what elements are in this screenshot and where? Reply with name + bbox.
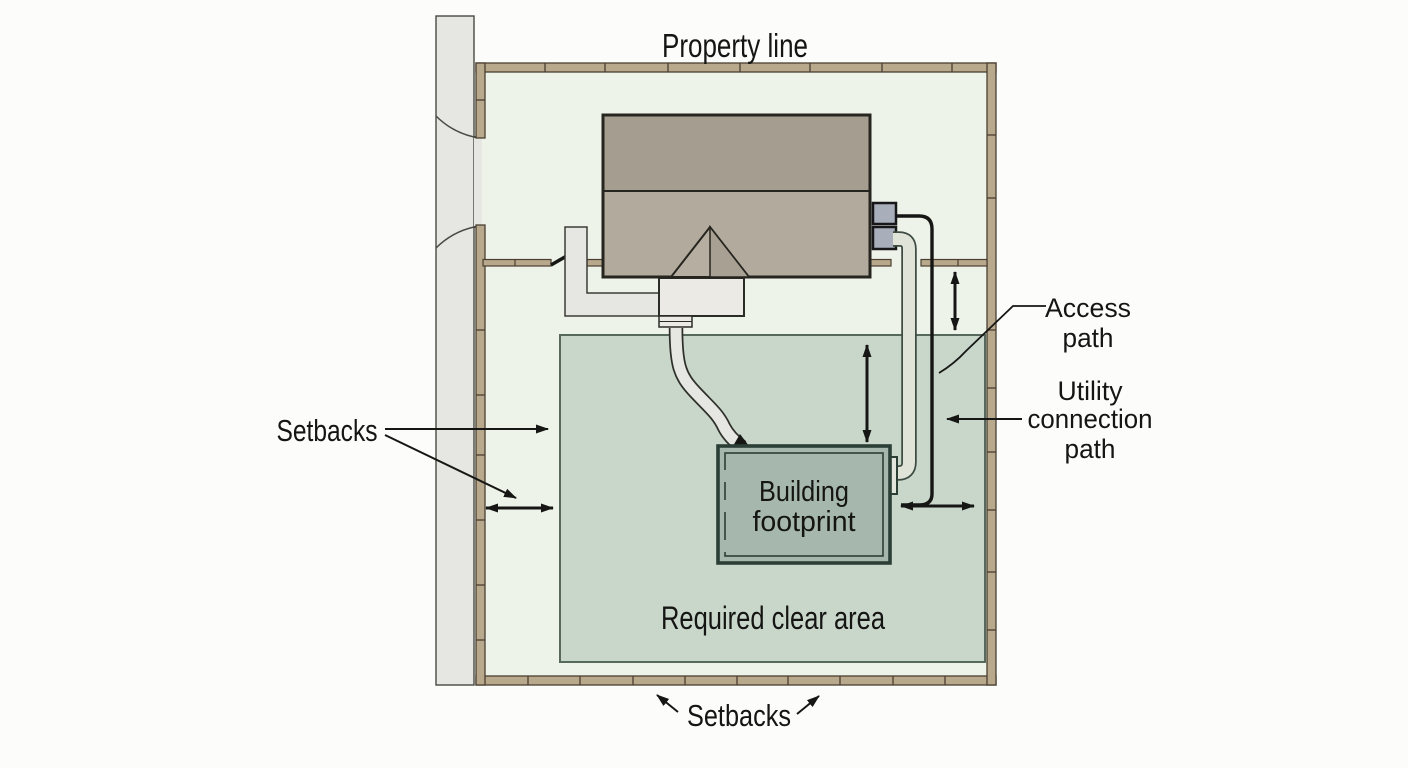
setbacks-left-leader-diagonal [384,434,517,499]
property-boundary-fence [475,62,997,686]
utility-connection-path-label: Utility connection path [1028,376,1153,464]
required-clear-area-label: Required clear area [661,600,885,636]
existing-house [601,113,872,279]
footprint-wall-gap [723,500,727,512]
setbacks-bottom-label: Setbacks [687,698,791,733]
building-footprint-label-line1: Building [759,476,849,508]
footprint-wall-gap [723,540,727,552]
access-path-label-line1: Access [1045,293,1131,323]
cross-fence-segment [920,258,988,267]
access-path-leader [938,305,1046,374]
cross-fence-segment [482,258,552,267]
driveway-flare-top [435,115,475,138]
access-path-label-line2: path [1063,323,1114,353]
walkway-surface [670,327,746,452]
porch [658,277,745,317]
access-path [893,231,917,481]
access-path-surface [893,233,915,479]
utility-meter-top [871,201,898,226]
utility-label-line2: connection [1028,404,1153,434]
access-path-label: Access path [1045,293,1131,353]
setbacks-bottom-leader-left [656,694,679,713]
utility-meter-bottom [871,225,898,251]
footprint-outer [716,444,892,565]
building-footprint-label-line2: footprint [753,506,856,538]
building-footprint-label: Building footprint [753,476,856,538]
cross-fence-segment [586,258,604,267]
fence-right [986,62,997,686]
utility-label-line1: Utility [1058,376,1123,406]
building-footprint [716,444,892,565]
property-line-label: Property line [662,27,808,64]
fence-post-ticks [476,63,996,685]
road-band [435,15,475,686]
setbacks-left-label: Setbacks [277,413,378,448]
setbacks-bottom-leader-right [796,695,820,715]
gable-right-half [709,224,751,278]
fence-top [475,62,997,73]
house-roof-upper [604,116,869,191]
driveway-flare-bottom [435,226,475,249]
utility-label-line3: path [1065,434,1116,464]
fence-bottom [475,675,997,686]
footprint-wall-gap [723,470,727,482]
